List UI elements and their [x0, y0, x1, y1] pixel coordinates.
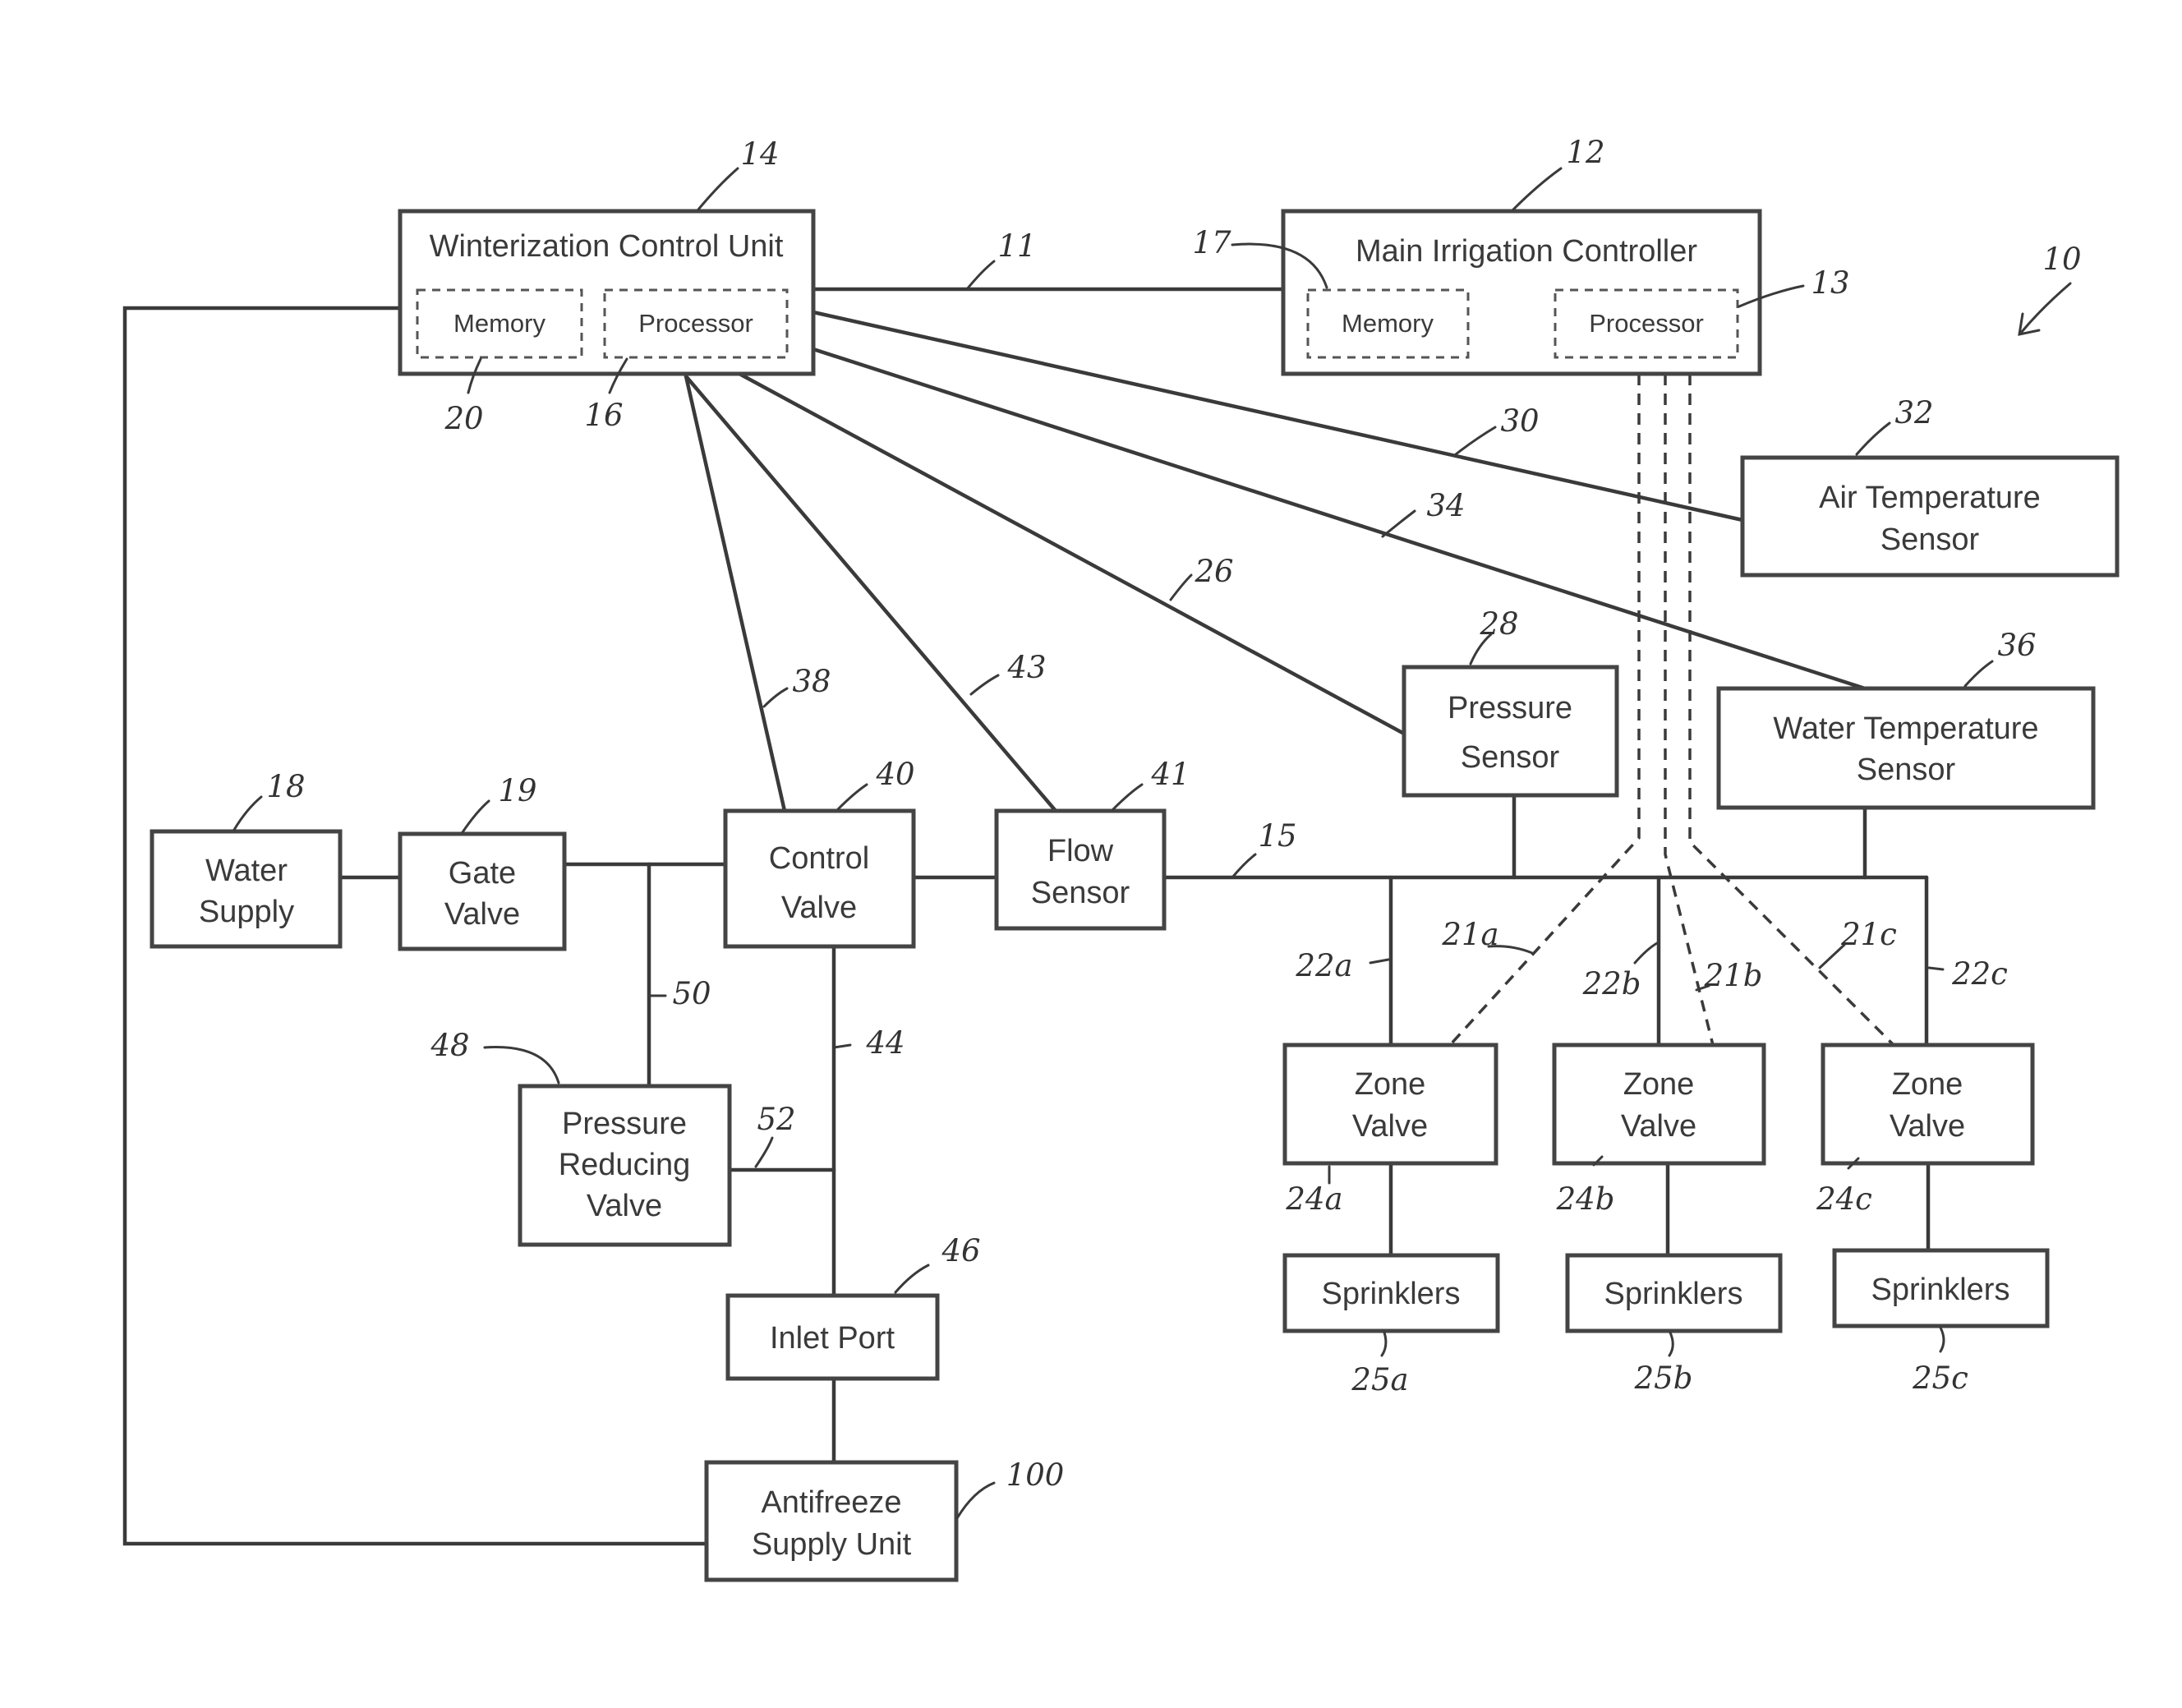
control-valve-line2: Valve: [781, 891, 857, 925]
antifreeze-supply-unit-line2: Supply Unit: [752, 1527, 912, 1562]
ref-26: 26: [1194, 554, 1233, 589]
ref-34: 34: [1426, 488, 1465, 523]
zone-valve-b-line2: Valve: [1621, 1109, 1696, 1144]
ref-41: 41: [1150, 757, 1190, 792]
ref-25a: 25a: [1351, 1362, 1408, 1397]
main-irrigation-controller: Main Irrigation Controller Memory Proces…: [1283, 211, 1760, 374]
gate-valve-line2: Valve: [444, 897, 520, 932]
inlet-port: Inlet Port: [728, 1296, 937, 1379]
pressure-reducing-valve-line1: Pressure: [562, 1107, 687, 1141]
zone-valve-b-line1: Zone: [1623, 1067, 1695, 1102]
ref-13: 13: [1811, 265, 1849, 301]
ref-19: 19: [498, 773, 536, 808]
pressure-reducing-valve-line2: Reducing: [559, 1148, 691, 1182]
ref-40: 40: [875, 757, 914, 792]
ref-22a: 22a: [1295, 948, 1352, 983]
water-temperature-sensor-line1: Water Temperature: [1773, 711, 2038, 746]
ref-18: 18: [266, 769, 305, 804]
pressure-sensor-line2: Sensor: [1461, 740, 1560, 775]
winterization-control-unit-title: Winterization Control Unit: [430, 229, 784, 264]
zone-valve-b: Zone Valve: [1554, 1045, 1764, 1163]
mic-processor-label: Processor: [1589, 309, 1704, 338]
gate-valve: Gate Valve: [400, 834, 564, 949]
ref-15: 15: [1258, 818, 1296, 854]
zone-valve-a-line2: Valve: [1352, 1109, 1428, 1144]
ref-21b: 21b: [1704, 958, 1763, 993]
pressure-sensor-line1: Pressure: [1448, 691, 1572, 725]
antifreeze-supply-unit-line1: Antifreeze: [761, 1485, 901, 1520]
ref-50: 50: [672, 976, 711, 1011]
sprinklers-b-label: Sprinklers: [1604, 1277, 1743, 1311]
ref-25c: 25c: [1912, 1360, 1968, 1396]
zone-valve-a-line1: Zone: [1355, 1067, 1426, 1102]
ref-24b: 24b: [1556, 1181, 1615, 1217]
control-valve: Control Valve: [725, 811, 914, 946]
zone-valve-c: Zone Valve: [1823, 1045, 2032, 1163]
antifreeze-supply-unit: Antifreeze Supply Unit: [707, 1462, 956, 1580]
sprinklers-a-label: Sprinklers: [1322, 1277, 1461, 1311]
control-valve-line1: Control: [769, 841, 870, 876]
inlet-port-label: Inlet Port: [770, 1321, 895, 1356]
ref-100: 100: [1006, 1457, 1065, 1493]
sprinklers-b: Sprinklers: [1567, 1255, 1780, 1331]
air-temperature-sensor-line2: Sensor: [1880, 523, 1980, 557]
water-temperature-sensor-line2: Sensor: [1857, 753, 1956, 787]
water-supply-line2: Supply: [199, 895, 294, 929]
sprinklers-c-label: Sprinklers: [1871, 1273, 2010, 1307]
mic-memory-label: Memory: [1342, 309, 1434, 338]
ref-10-arrow: [2021, 283, 2070, 333]
gate-valve-line1: Gate: [449, 856, 516, 891]
zone-valve-c-line2: Valve: [1890, 1109, 1965, 1144]
wcu-memory-label: Memory: [453, 309, 546, 338]
ref-21a: 21a: [1441, 917, 1498, 952]
ref-44: 44: [865, 1025, 905, 1061]
ref-24a: 24a: [1285, 1181, 1342, 1217]
pressure-reducing-valve: Pressure Reducing Valve: [520, 1086, 730, 1245]
sprinklers-a: Sprinklers: [1285, 1255, 1498, 1331]
flow-sensor-line2: Sensor: [1031, 876, 1130, 910]
ref-30: 30: [1500, 403, 1539, 439]
ref-14: 14: [740, 136, 779, 172]
ref-28: 28: [1479, 606, 1518, 642]
water-temperature-sensor: Water Temperature Sensor: [1719, 688, 2093, 808]
main-irrigation-controller-title: Main Irrigation Controller: [1356, 234, 1697, 269]
ref-22c: 22c: [1951, 956, 2008, 992]
ref-12: 12: [1566, 135, 1604, 170]
winterization-control-unit: Winterization Control Unit Memory Proces…: [400, 211, 813, 374]
ref-48: 48: [430, 1028, 469, 1063]
ref-52: 52: [757, 1102, 795, 1137]
zone-valve-c-line1: Zone: [1892, 1067, 1963, 1102]
flow-sensor-line1: Flow: [1047, 834, 1114, 868]
ref-20: 20: [444, 401, 483, 436]
air-temperature-sensor-line1: Air Temperature: [1819, 481, 2041, 515]
ref-21c: 21c: [1840, 917, 1897, 952]
ref-16: 16: [584, 398, 623, 433]
pressure-sensor: Pressure Sensor: [1404, 667, 1617, 795]
flow-sensor: Flow Sensor: [997, 811, 1164, 928]
ref-36: 36: [1997, 628, 2036, 663]
ref-10: 10: [2042, 242, 2081, 277]
ref-11: 11: [997, 228, 1036, 264]
sprinklers-c: Sprinklers: [1834, 1250, 2047, 1326]
ref-17: 17: [1192, 225, 1231, 260]
water-supply-line1: Water: [205, 854, 288, 888]
ref-22b: 22b: [1582, 966, 1641, 1001]
zone-valve-a: Zone Valve: [1285, 1045, 1496, 1163]
ref-24c: 24c: [1816, 1181, 1872, 1217]
pressure-reducing-valve-line3: Valve: [587, 1189, 662, 1223]
ref-46: 46: [941, 1233, 980, 1268]
ref-25b: 25b: [1634, 1360, 1693, 1396]
wcu-processor-label: Processor: [638, 309, 753, 338]
ref-38: 38: [792, 664, 831, 699]
air-temperature-sensor: Air Temperature Sensor: [1742, 458, 2117, 575]
ref-32: 32: [1894, 395, 1933, 430]
ref-43: 43: [1006, 650, 1046, 685]
water-supply: Water Supply: [152, 831, 340, 946]
